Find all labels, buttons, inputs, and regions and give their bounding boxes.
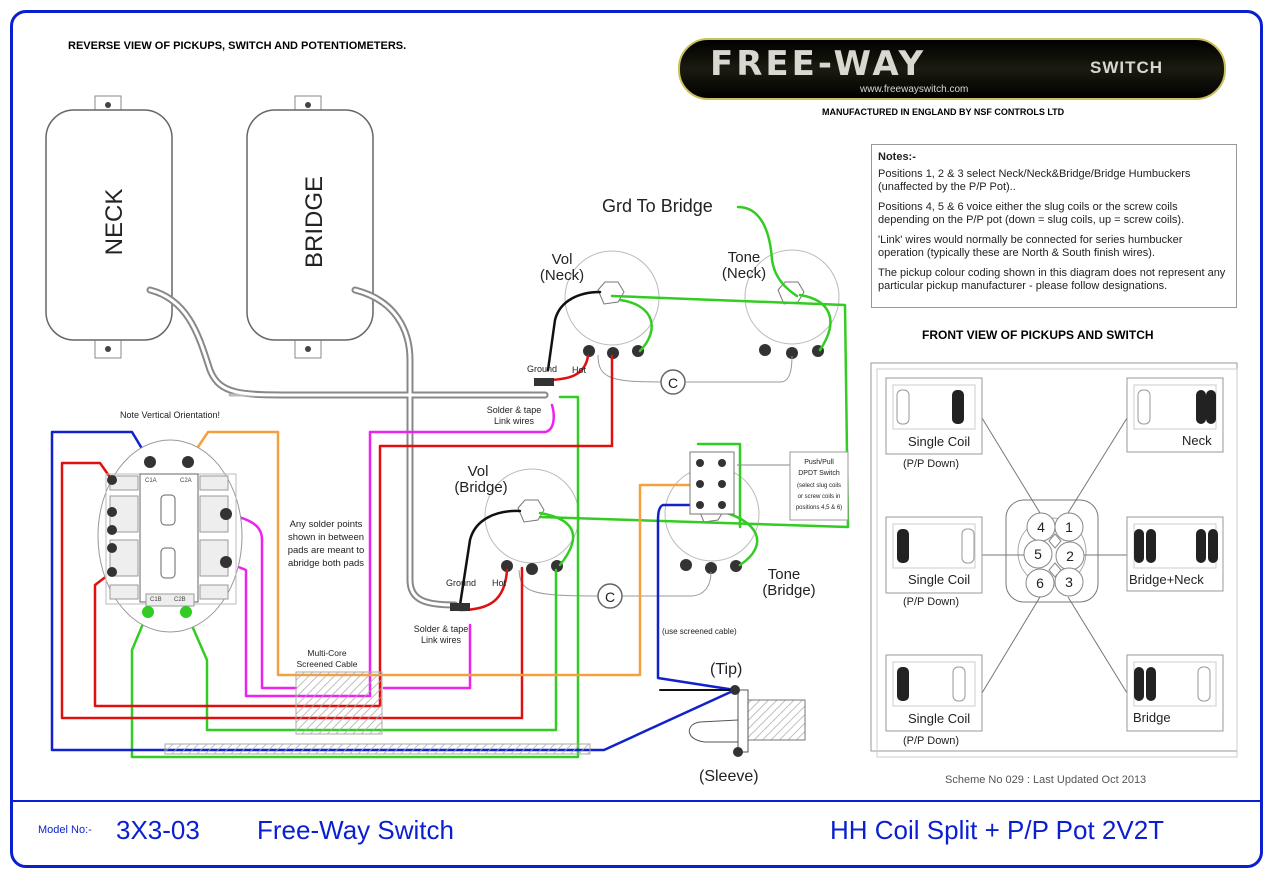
switch-pad-label: C2B bbox=[174, 597, 186, 603]
position-number: 4 bbox=[1037, 519, 1045, 535]
position-label: Bridge bbox=[1133, 710, 1171, 725]
hot-label: Hot bbox=[572, 365, 587, 375]
vol-neck-label: Vol bbox=[552, 251, 573, 268]
position-label: Neck bbox=[1182, 433, 1212, 448]
pushpull-label: or screw coils in bbox=[798, 494, 841, 500]
pushpull-label: DPDT Switch bbox=[798, 470, 840, 477]
capacitor-bridge bbox=[597, 583, 623, 609]
tone-bridge-label: Tone bbox=[768, 566, 801, 583]
bridge-pickup bbox=[246, 95, 374, 359]
position-label: Single Coil bbox=[908, 572, 970, 587]
wiring-description: HH Coil Split + P/P Pot 2V2T bbox=[830, 815, 1165, 845]
bridge-label: BRIDGE bbox=[301, 176, 328, 268]
position-4-box bbox=[885, 377, 983, 455]
solder-points-note: pads are meant to bbox=[288, 545, 365, 556]
note-item: 'Link' wires would normally be connected… bbox=[878, 234, 1183, 259]
front-view-title: FRONT VIEW OF PICKUPS AND SWITCH bbox=[922, 328, 1154, 342]
position-label: Bridge+Neck bbox=[1129, 572, 1204, 587]
multicore-cable bbox=[295, 671, 383, 735]
footer-divider bbox=[12, 800, 1262, 802]
tone-neck-sublabel: (Neck) bbox=[722, 265, 766, 282]
grd-to-bridge-label: Grd To Bridge bbox=[602, 196, 713, 216]
position-sublabel: (P/P Down) bbox=[903, 596, 959, 608]
selector-switch-front bbox=[1005, 499, 1099, 603]
switch-pad-label: C2A bbox=[180, 478, 192, 484]
product-name: Free-Way Switch bbox=[257, 815, 454, 845]
page-frame bbox=[10, 10, 1263, 868]
vol-neck-pot bbox=[564, 250, 660, 359]
solder-link-label: Solder & tape bbox=[414, 624, 469, 634]
pushpull-label: (select slug coils bbox=[797, 483, 841, 489]
vol-bridge-label: Vol bbox=[468, 463, 489, 480]
output-jack bbox=[688, 685, 806, 757]
note-item: Positions 4, 5 & 6 voice either the slug… bbox=[878, 201, 1185, 226]
page-title: REVERSE VIEW OF PICKUPS, SWITCH AND POTE… bbox=[68, 40, 407, 52]
vol-bridge-sublabel: (Bridge) bbox=[454, 479, 507, 496]
vol-neck-sublabel: (Neck) bbox=[540, 267, 584, 284]
hot-label: Hot bbox=[492, 578, 507, 588]
position-number: 2 bbox=[1066, 548, 1074, 564]
vol-bridge-pot bbox=[484, 468, 580, 575]
screened-cable-note: (use screened cable) bbox=[662, 627, 737, 636]
solder-link-label: Link wires bbox=[421, 635, 462, 645]
screened-cable bbox=[164, 743, 591, 755]
capacitor-label: C bbox=[668, 375, 678, 391]
position-6-box bbox=[885, 654, 983, 732]
freeway-switch bbox=[97, 439, 243, 633]
pushpull-label: Push/Pull bbox=[804, 459, 834, 466]
position-label: Single Coil bbox=[908, 434, 970, 449]
vertical-note: Note Vertical Orientation! bbox=[120, 410, 220, 420]
position-number: 5 bbox=[1034, 546, 1042, 562]
switch-pad-label: C1B bbox=[150, 597, 162, 603]
notes-heading: Notes:- bbox=[878, 151, 916, 163]
switch-pad-label: C1A bbox=[145, 478, 157, 484]
logo-url: www.freewayswitch.com bbox=[860, 84, 969, 95]
model-number: 3X3-03 bbox=[116, 815, 200, 845]
tone-neck-pot bbox=[744, 249, 840, 359]
position-1-box bbox=[1126, 377, 1224, 453]
position-number: 6 bbox=[1036, 575, 1044, 591]
solder-points-note: abridge both pads bbox=[288, 558, 364, 569]
model-label: Model No:- bbox=[38, 824, 92, 836]
capacitor-label: C bbox=[605, 589, 615, 605]
note-item: The pickup colour coding shown in this d… bbox=[878, 267, 1226, 292]
sleeve-label: (Sleeve) bbox=[699, 768, 759, 785]
logo-suffix: SWITCH bbox=[1090, 58, 1164, 77]
solder-points-note: Any solder points bbox=[290, 519, 363, 530]
tone-bridge-sublabel: (Bridge) bbox=[762, 582, 815, 599]
pushpull-label: positions 4,5 & 6) bbox=[796, 505, 842, 511]
position-2-box bbox=[1126, 516, 1224, 592]
multicore-label: Multi-Core bbox=[307, 648, 346, 658]
position-3-box bbox=[1126, 654, 1224, 732]
position-sublabel: (P/P Down) bbox=[903, 735, 959, 747]
solder-link-label: Solder & tape bbox=[487, 405, 542, 415]
capacitor-neck bbox=[660, 369, 686, 395]
note-item: Positions 1, 2 & 3 select Neck/Neck&Brid… bbox=[878, 168, 1191, 193]
logo-brand: FREE-WAY bbox=[710, 44, 927, 84]
position-number: 3 bbox=[1065, 574, 1073, 590]
position-5-box bbox=[885, 516, 983, 594]
position-label: Single Coil bbox=[908, 711, 970, 726]
ground-label: Ground bbox=[446, 578, 476, 588]
neck-pickup bbox=[45, 95, 173, 359]
notes-box: Notes:- Positions 1, 2 & 3 select Neck/N… bbox=[871, 144, 1237, 308]
ground-label: Ground bbox=[527, 364, 557, 374]
pushpull-dpdt-switch bbox=[689, 451, 849, 521]
manufacturer-text: MANUFACTURED IN ENGLAND BY NSF CONTROLS … bbox=[822, 107, 1065, 117]
position-sublabel: (P/P Down) bbox=[903, 458, 959, 470]
tone-neck-label: Tone bbox=[728, 249, 761, 266]
tip-label: (Tip) bbox=[710, 661, 742, 678]
solder-points-note: shown in between bbox=[288, 532, 364, 543]
brand-logo: FREE-WAY SWITCH www.freewayswitch.com bbox=[678, 38, 1226, 100]
multicore-label: Screened Cable bbox=[297, 659, 358, 669]
solder-link-label: Link wires bbox=[494, 416, 535, 426]
scheme-info: Scheme No 029 : Last Updated Oct 2013 bbox=[945, 774, 1146, 786]
neck-label: NECK bbox=[101, 189, 128, 256]
position-number: 1 bbox=[1065, 519, 1073, 535]
